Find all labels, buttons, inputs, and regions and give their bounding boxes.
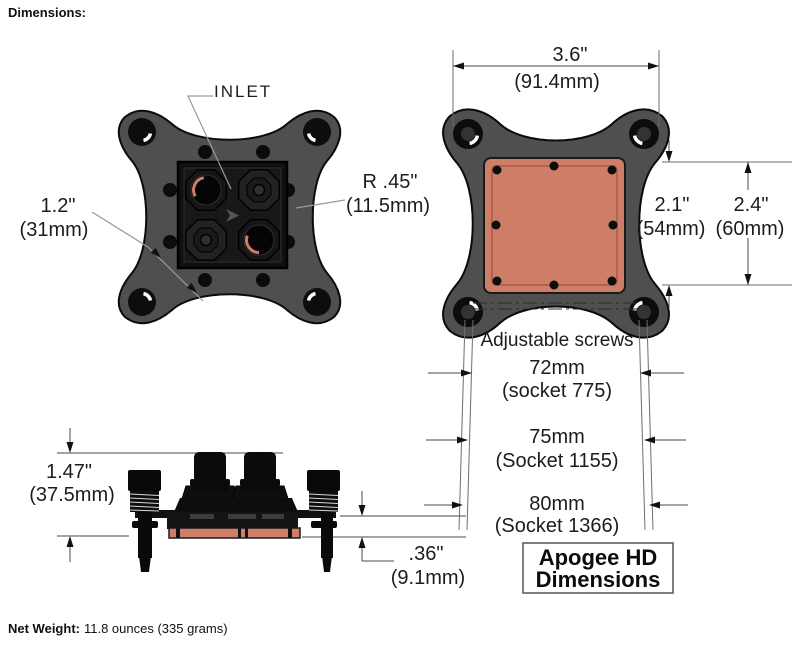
- radius-leader: [295, 199, 346, 209]
- mounting-bosses: [453, 119, 659, 327]
- outlet-port: [237, 218, 281, 262]
- page-title: Dimensions:: [8, 5, 87, 20]
- mount-plate-wing: [288, 510, 336, 518]
- housing-top: [176, 160, 289, 270]
- overall-label: 2.4": [734, 194, 769, 216]
- base-mm-label: (9.1mm): [391, 567, 465, 589]
- spring-screw-right: [307, 470, 340, 572]
- housing-side: [167, 485, 301, 539]
- overall-mm-label: (60mm): [716, 218, 785, 240]
- mounting-bosses: [128, 118, 331, 316]
- socket-size-2: 80mm: [529, 493, 585, 515]
- dim-width: [452, 50, 660, 126]
- radius-mm-label: (11.5mm): [346, 195, 430, 217]
- inlet-port: [184, 168, 228, 212]
- plate-mm-label: (54mm): [637, 218, 706, 240]
- side-view: [57, 428, 466, 572]
- base-label: .36": [409, 543, 444, 565]
- socket-name-1: (Socket 1155): [495, 450, 618, 472]
- net-weight-label: Net Weight:: [8, 621, 80, 636]
- socket-name-0: (socket 775): [502, 380, 612, 402]
- mount-plate-wing: [135, 510, 185, 518]
- plug-port: [184, 218, 228, 262]
- net-weight-value: 11.8 ounces (335 grams): [83, 621, 228, 636]
- title-line2: Dimensions: [536, 567, 661, 592]
- pitch-leader: [91, 211, 204, 302]
- socket-name-2: (Socket 1366): [495, 515, 620, 537]
- logo-mark: [226, 209, 239, 222]
- plate-screws: [491, 161, 618, 290]
- socket-size-1: 75mm: [529, 426, 585, 448]
- spring-screw-left: [128, 470, 161, 572]
- dim-sockets: [424, 319, 688, 531]
- net-weight: Net Weight:11.8 ounces (335 grams): [8, 621, 228, 636]
- pitch-mm-label: (31mm): [20, 219, 89, 241]
- bottom-view: [442, 108, 670, 339]
- height-mm-label: (37.5mm): [29, 484, 115, 506]
- height-label: 1.47": [46, 461, 92, 483]
- copper-base-plate: [483, 157, 626, 294]
- inlet-leader: [187, 95, 232, 190]
- dim-heights: [662, 140, 792, 308]
- radius-label: R .45": [363, 171, 418, 193]
- adjustable-screws-label: Adjustable screws: [480, 330, 633, 351]
- copper-base-edge: [168, 527, 301, 539]
- plug-port: [237, 168, 281, 212]
- width-label: 3.6": [553, 44, 588, 66]
- barb-fittings: [190, 452, 280, 492]
- width-mm-label: (91.4mm): [514, 71, 600, 93]
- top-view: [91, 95, 346, 325]
- plate-label: 2.1": [655, 194, 690, 216]
- title-box: Apogee HD Dimensions: [522, 542, 674, 594]
- socket-size-0: 72mm: [529, 357, 585, 379]
- pitch-label: 1.2": [41, 195, 76, 217]
- title-line1: Apogee HD: [539, 545, 658, 570]
- inlet-label: INLET: [214, 82, 272, 101]
